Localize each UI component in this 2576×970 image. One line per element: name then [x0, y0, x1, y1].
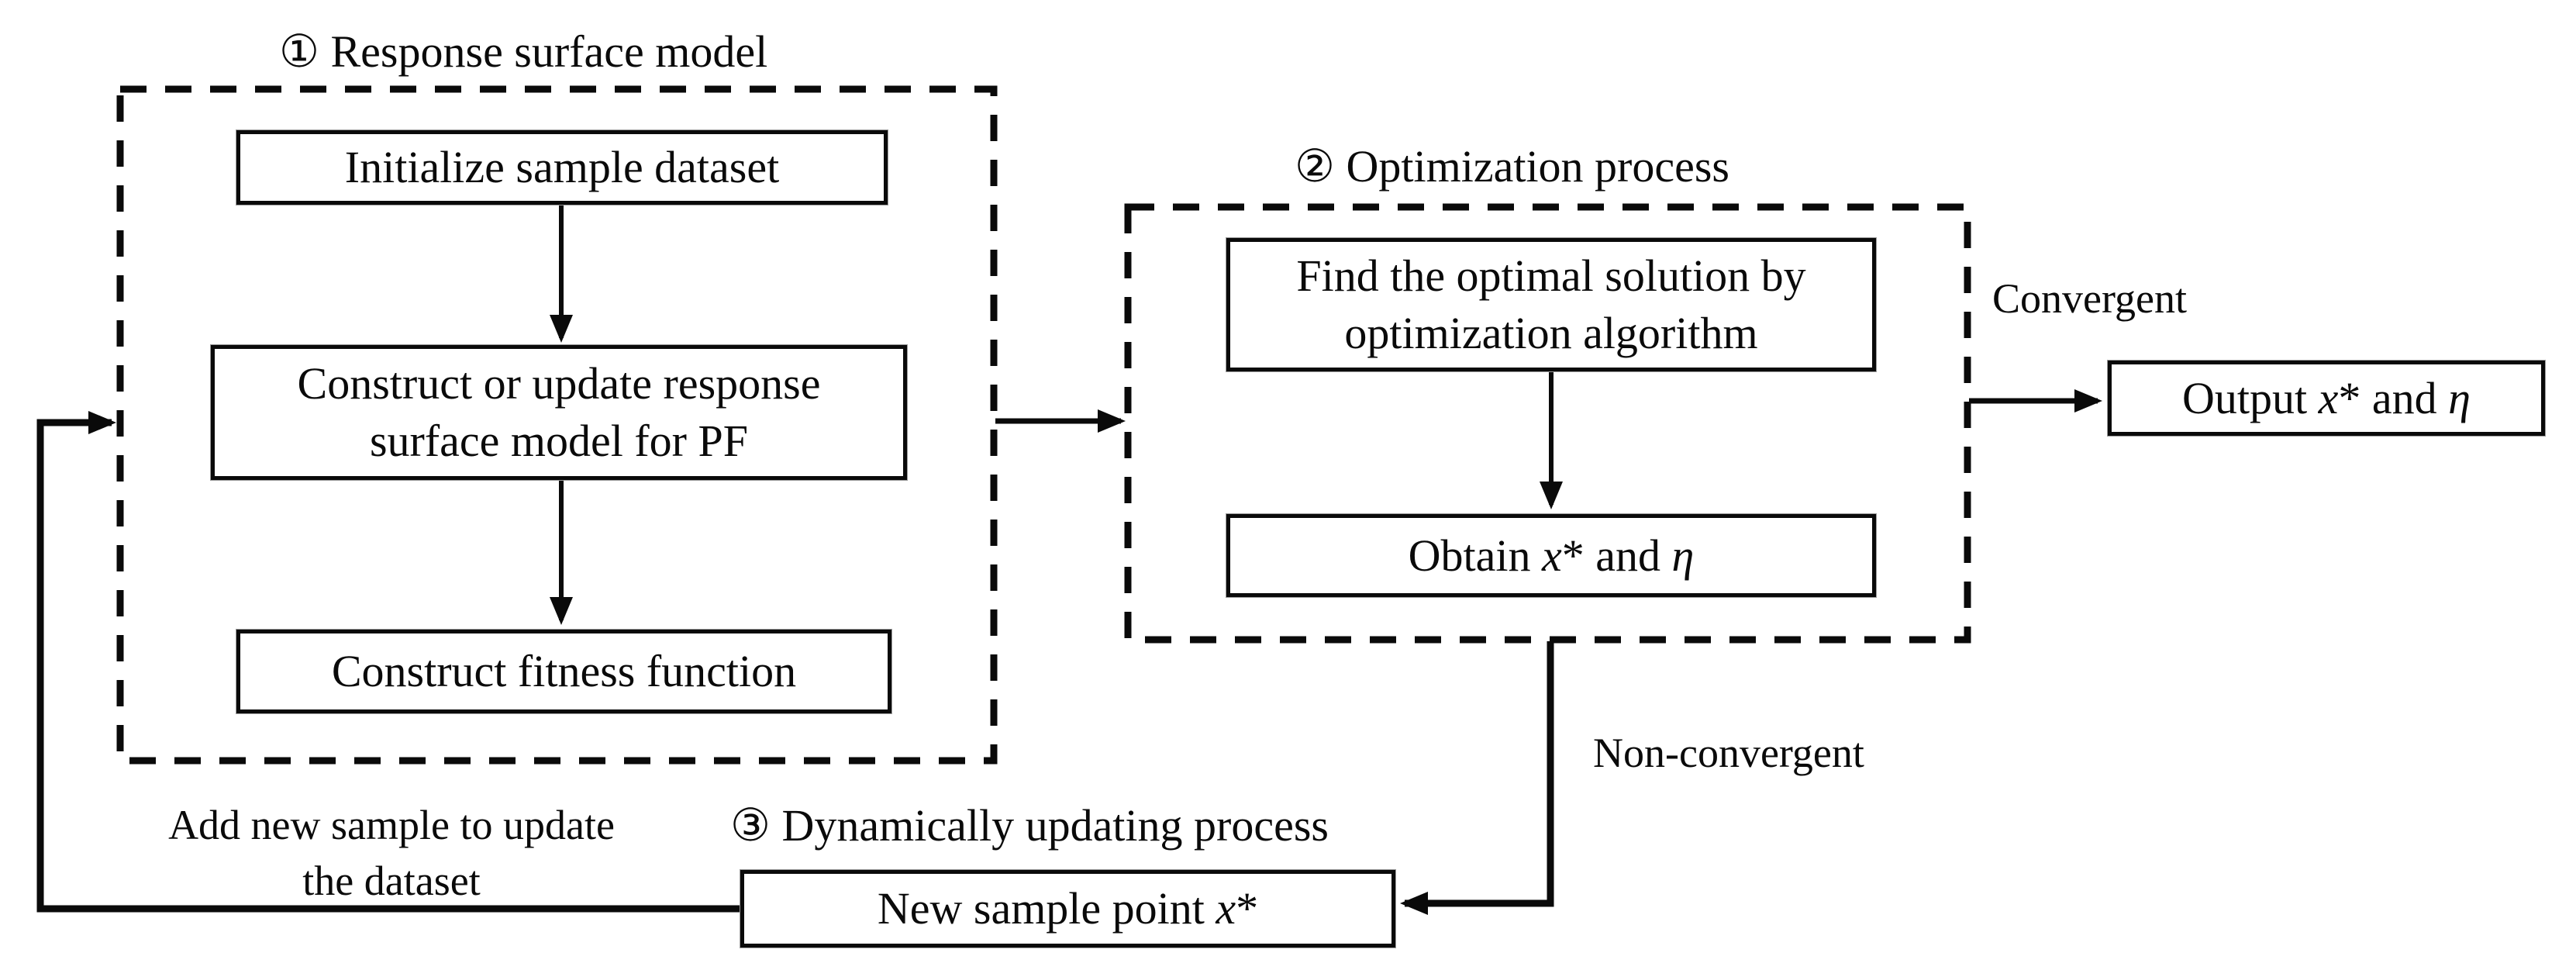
box-output-label: Output x* and η — [2182, 370, 2471, 427]
box-new-sample-star: * — [1236, 883, 1259, 934]
box-find-label: Find the optimal solution by optimizatio… — [1296, 247, 1805, 362]
dashed-region-optimization-process — [1124, 203, 1971, 644]
box-new-sample-point: New sample point x* — [740, 870, 1395, 948]
section-title-optimization-process: ② Optimization process — [1295, 141, 1729, 192]
box-obtain-star-and: * and — [1561, 530, 1672, 581]
label-add-new-sample-line2: the dataset — [302, 858, 481, 904]
arrow-loop-back-to-model — [36, 411, 742, 913]
box-construct-fitness-function: Construct fitness function — [236, 630, 891, 713]
box-output-eta-symbol: η — [2448, 372, 2471, 423]
box-output-x-and-eta: Output x* and η — [2108, 361, 2545, 436]
section-title-response-surface-model: ① Response surface model — [279, 26, 768, 77]
box-find-optimal-solution: Find the optimal solution by optimizatio… — [1226, 238, 1876, 371]
box-construct-label: Construct or update response surface mod… — [298, 355, 821, 470]
box-find-line1: Find the optimal solution by — [1296, 250, 1806, 301]
box-initialize-sample-dataset: Initialize sample dataset — [236, 130, 888, 205]
box-obtain-x-symbol: x — [1542, 530, 1562, 581]
box-obtain-eta-symbol: η — [1671, 530, 1695, 581]
label-non-convergent: Non-convergent — [1593, 730, 1864, 776]
box-find-line2: optimization algorithm — [1344, 308, 1758, 358]
label-add-new-sample: Add new sample to update the dataset — [93, 797, 690, 909]
box-output-star-and: * and — [2338, 372, 2449, 423]
arrow-nonconvergent-to-new-sample — [1400, 641, 1554, 915]
box-obtain-text: Obtain — [1408, 530, 1543, 581]
label-convergent: Convergent — [1992, 275, 2187, 322]
dashed-region-response-surface-model — [116, 85, 998, 765]
label-add-new-sample-line1: Add new sample to update — [168, 802, 615, 848]
box-initialize-label: Initialize sample dataset — [344, 142, 780, 192]
box-new-sample-x-symbol: x — [1216, 883, 1236, 934]
box-obtain-label: Obtain x* and η — [1409, 527, 1695, 585]
box-construct-update-response-surface: Construct or update response surface mod… — [211, 345, 907, 480]
box-construct-line2: surface model for PF — [369, 416, 749, 466]
box-new-sample-text: New sample point — [877, 883, 1216, 934]
box-output-x-symbol: x — [2318, 372, 2339, 423]
box-obtain-x-and-eta: Obtain x* and η — [1226, 514, 1876, 597]
section-title-dynamically-updating-process: ③ Dynamically updating process — [730, 800, 1329, 851]
box-fitness-label: Construct fitness function — [331, 646, 797, 696]
box-output-text: Output — [2182, 372, 2319, 423]
box-new-sample-label: New sample point x* — [878, 880, 1258, 937]
box-construct-line1: Construct or update response — [297, 358, 821, 409]
